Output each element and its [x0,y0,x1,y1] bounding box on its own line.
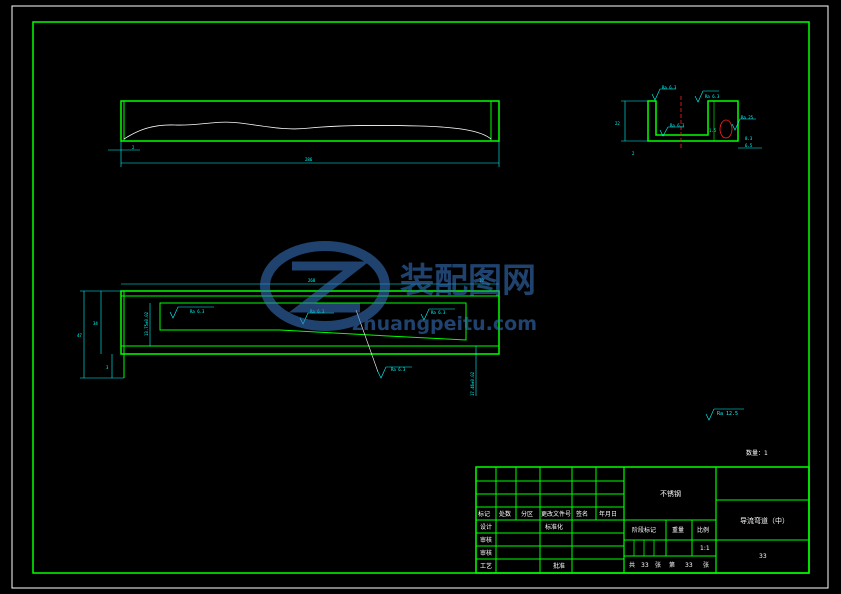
side-view-height-label: 22 [615,121,620,126]
side-view-detail-circle [719,119,733,139]
plan-roughness-label-4: Ra 6.3 [391,367,406,372]
watermark-logo-ring [260,241,390,331]
tb-label-zone: 分区 [521,510,533,518]
watermark-logo-z [288,261,370,313]
roughness-label-mid: Ra 6.3 [670,123,685,128]
plan-roughness-symbol-3 [420,308,455,321]
plan-view-outline [120,290,500,355]
tb-label-change-doc: 更改文件号 [541,510,571,518]
plan-end-label: 10 [479,278,484,283]
tb-scale-value: 1:1 [700,545,710,552]
tb-sheets-total-value: 33 [641,562,649,569]
tb-label-designer: 设计 [480,523,492,531]
side-view-profile [647,100,739,142]
front-view: 286 2 [108,100,500,167]
front-view-small-dim: 2 [132,145,135,150]
roughness-symbol-top [651,88,676,101]
plan-inner-h-label: 34 [93,321,98,326]
tb-sheets-current-value: 33 [685,562,693,569]
plan-right-tol-label: 17.46±0.02 [470,371,475,396]
tb-sheets-total-suffix: 张 [655,561,661,569]
tb-label-process: 工艺 [480,562,492,570]
plan-left-tol-label: 13.75±0.02 [144,311,149,336]
plan-view-channel [159,302,467,341]
tb-sheets-current-suffix: 张 [703,561,709,569]
roughness-label-right-2: Ra 25 [741,115,754,120]
side-view: Ra 6.3 Ra 6.3 Ra 6.3 Ra 25 22 2 1.5 8.3 … [615,85,762,156]
plan-roughness-symbol-4 [377,366,412,379]
tb-label-review: 审核 [480,536,492,544]
tb-label-date: 年月日 [599,510,617,518]
plan-roughness-label-3: Ra 6.3 [431,310,446,315]
plan-roughness-symbol-1 [169,306,214,319]
watermark: 装配图网 zhuangpeitu.com [260,241,537,335]
front-view-length-label: 286 [305,157,313,162]
roughness-label-top: Ra 6.3 [662,85,677,90]
plan-length-label: 268 [308,278,316,283]
tb-sheets-total-prefix: 共 [629,561,635,569]
front-view-profile-curve [123,121,492,140]
roughness-symbol-mid [659,126,684,137]
roughness-symbol-right-1 [694,90,719,103]
sheet-border-outer [11,5,829,589]
tb-label-check: 审核 [480,549,492,557]
side-view-right-dim-a: 1.5 [709,128,717,133]
quantity-note: 数量：1 [746,449,768,457]
tb-label-signature: 签名 [576,510,588,518]
tb-label-approve: 批准 [553,562,565,570]
tb-label-ratio: 比例 [697,526,709,534]
watermark-brand-url: zhuangpeitu.com [352,313,537,335]
front-view-outline [120,100,500,142]
tb-part-name: 导流弯道（中） [740,516,789,525]
tb-label-standardize: 标准化 [545,523,563,531]
tb-material: 不锈钢 [660,489,681,498]
side-view-right-dim-b: 8.3 [745,136,753,141]
tb-label-mark: 标记 [478,510,490,518]
tb-label-count: 处数 [499,510,511,518]
plan-total-h-label: 47 [77,333,82,338]
tb-sheets-current-prefix: 第 [669,561,675,569]
roughness-label-right-1: Ra 6.3 [705,94,720,99]
drawing-frame [32,21,810,574]
general-roughness-label: Ra 12.5 [717,411,738,417]
title-block: 不锈钢 导流弯道（中） 33 标记 处数 分区 更改文件号 签名 年月日 设计 … [475,466,810,574]
general-roughness-symbol [705,408,744,421]
plan-roughness-label-1: Ra 6.3 [190,309,205,314]
plan-view: Ra 6.3 Ra 6.3 Ra 6.3 Ra 6.3 268 10 47 34… [77,278,500,396]
tb-drawing-no: 33 [759,553,767,560]
tb-label-weight: 重量 [672,526,684,534]
side-view-right-dim-c: 6.5 [745,143,753,148]
watermark-brand-cn: 装配图网 [400,261,536,301]
roughness-symbol-right-2 [731,118,756,131]
general-notes: Ra 12.5 数量：1 [705,408,768,457]
tb-label-stage-mark: 阶段标记 [632,526,656,534]
side-view-small-label: 2 [632,151,635,156]
plan-bottom-label: 3 [106,365,109,370]
